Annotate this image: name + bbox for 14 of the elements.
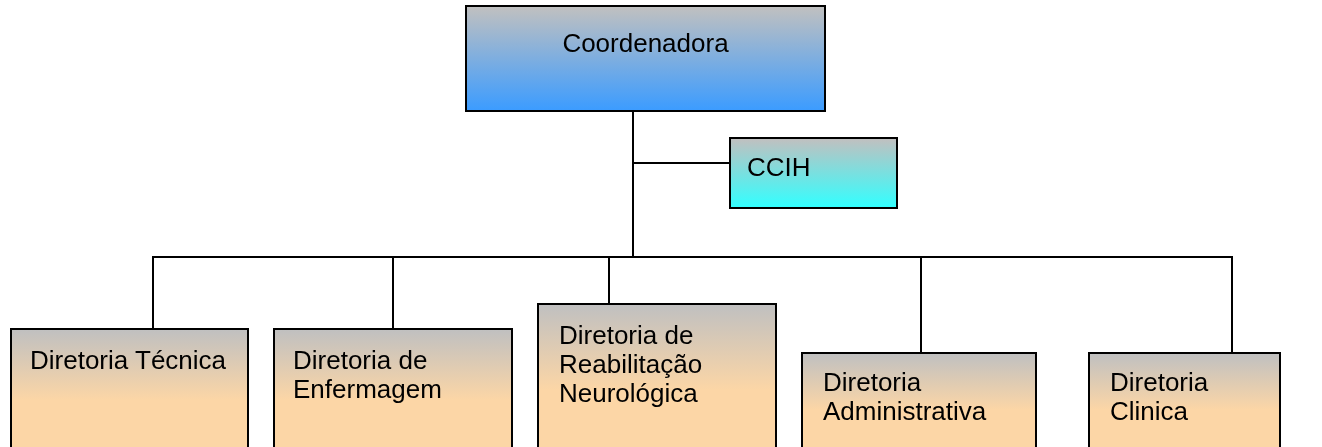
department-box bbox=[801, 352, 1037, 447]
side-box bbox=[729, 137, 898, 209]
box-label: Diretoria Técnica bbox=[30, 346, 228, 375]
box-label: Diretoria Administrativa bbox=[823, 368, 988, 426]
department-box bbox=[10, 328, 249, 447]
box-label: CCIH bbox=[747, 153, 812, 182]
box-label: Diretoria de Reabilitação Neurológica bbox=[559, 321, 704, 408]
box-label: Coordenadora bbox=[561, 29, 730, 58]
header-box bbox=[465, 5, 826, 112]
department-box bbox=[273, 328, 513, 447]
box-label: Diretoria Clinica bbox=[1110, 368, 1210, 426]
box-label: Diretoria de Enfermagem bbox=[293, 346, 443, 404]
department-box bbox=[537, 303, 777, 447]
department-box bbox=[1088, 352, 1281, 447]
